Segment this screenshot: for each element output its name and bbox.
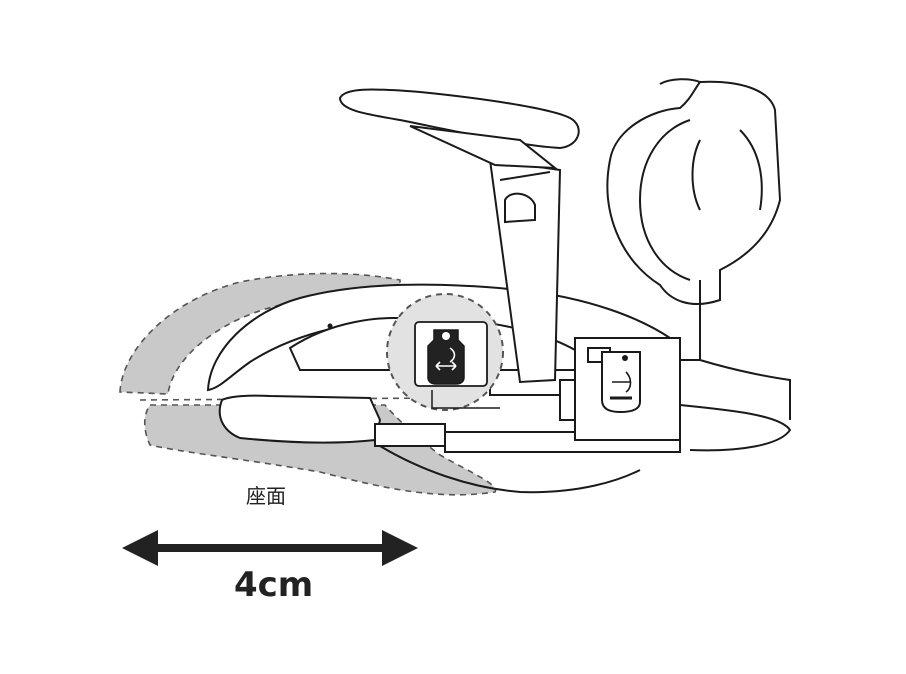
- double-headed-arrow-icon: [122, 530, 418, 566]
- seat-base-rail: [218, 394, 792, 494]
- adjustment-knob-icon: [427, 329, 465, 385]
- distance-label: 4cm: [234, 565, 313, 605]
- backrest-frame: [606, 78, 791, 420]
- armrest-pad: [338, 88, 580, 170]
- seat-slide-lever-icon: [601, 351, 641, 414]
- seat-label: 座面: [246, 484, 286, 508]
